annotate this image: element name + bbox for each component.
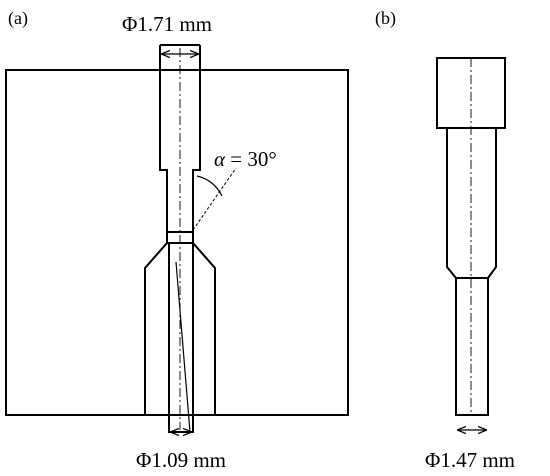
lower-channel-left-wall: [144, 242, 168, 415]
pin-diameter-label: Φ1.47 mm: [425, 448, 515, 472]
lower-channel-right-wall: [192, 242, 216, 415]
panel-b-label: (b): [375, 8, 396, 29]
angle-arc: [196, 175, 223, 197]
pin-specimen: [436, 57, 506, 416]
die-block-outline: [5, 69, 349, 416]
angle-leader-line: [192, 167, 237, 231]
panel-a-label: (a): [8, 8, 28, 29]
lower-slant-line: [175, 261, 191, 433]
top-diameter-label: Φ1.71 mm: [122, 12, 212, 36]
svg-text:α = 30°: α = 30°: [214, 147, 277, 171]
bottom-diameter-label: Φ1.09 mm: [136, 448, 226, 472]
upper-channel-right-wall: [192, 45, 201, 232]
upper-channel-left-wall: [159, 45, 168, 232]
die-block: [5, 44, 349, 433]
angle-symbol: α: [214, 147, 226, 171]
inner-pin-outline: [168, 243, 194, 433]
pin-shank: [446, 128, 497, 416]
angle-value: = 30°: [225, 147, 277, 171]
angle-annotation: α = 30°: [192, 147, 277, 231]
